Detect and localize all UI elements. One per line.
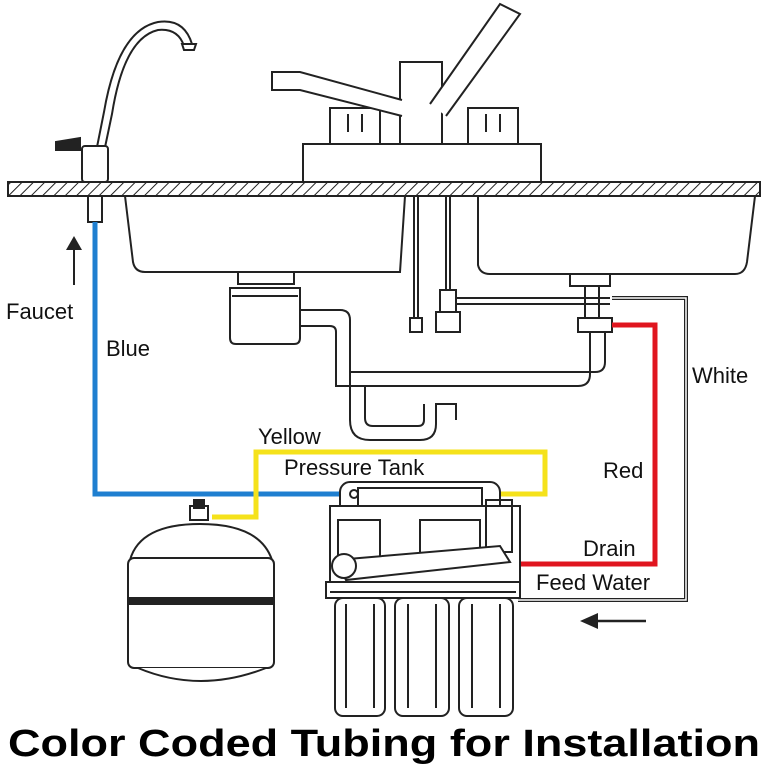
label-drain: Drain (583, 536, 636, 561)
sink (124, 195, 756, 441)
blue-tube (92, 222, 346, 497)
red-tube (512, 322, 658, 567)
label-feed-water: Feed Water (536, 570, 650, 595)
label-red: Red (603, 458, 643, 483)
up-arrow-icon (66, 236, 82, 285)
left-arrow-icon (580, 613, 646, 629)
yellow-tube (212, 449, 548, 520)
kitchen-faucet (271, 2, 542, 183)
countertop (7, 181, 761, 197)
pressure-tank (127, 499, 275, 682)
tubing (92, 222, 688, 602)
diagram-title: Color Coded Tubing for Installation (8, 723, 760, 765)
label-blue: Blue (106, 336, 150, 361)
label-yellow: Yellow (258, 424, 321, 449)
label-pressure-tank: Pressure Tank (284, 455, 425, 480)
white-tube (518, 297, 687, 601)
label-faucet: Faucet (6, 299, 73, 324)
ro-filter-unit (325, 481, 521, 717)
label-white: White (692, 363, 748, 388)
ro-faucet (55, 20, 198, 223)
